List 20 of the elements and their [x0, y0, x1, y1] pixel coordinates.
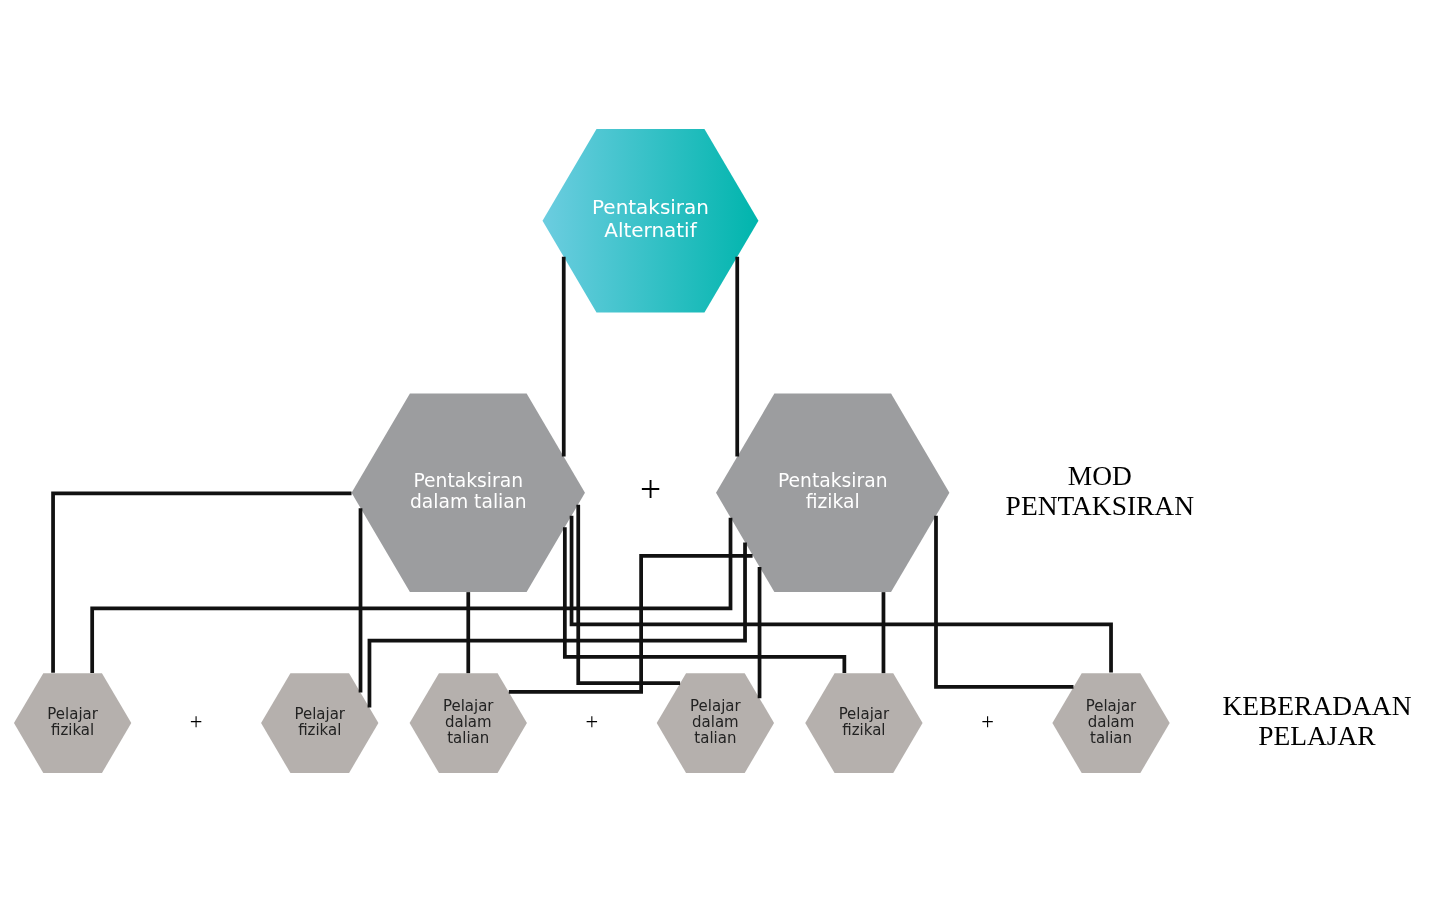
label: + [585, 708, 599, 734]
connector [934, 515, 1074, 689]
connector [358, 508, 363, 693]
label: + [639, 469, 662, 511]
label: MOD PENTAKSIRAN [1005, 460, 1194, 521]
connector [367, 542, 747, 708]
connector [51, 491, 352, 673]
connector [466, 592, 471, 674]
connector [562, 527, 847, 673]
connector [576, 504, 681, 685]
label: KEBERADAAN PELAJAR [1222, 691, 1412, 752]
connector [757, 566, 762, 699]
connector [90, 517, 733, 674]
label: + [189, 708, 203, 734]
connector [881, 592, 886, 674]
connector [561, 256, 566, 457]
label: + [981, 708, 994, 734]
connector [508, 553, 753, 694]
connector [569, 515, 1113, 673]
connector [735, 256, 740, 457]
